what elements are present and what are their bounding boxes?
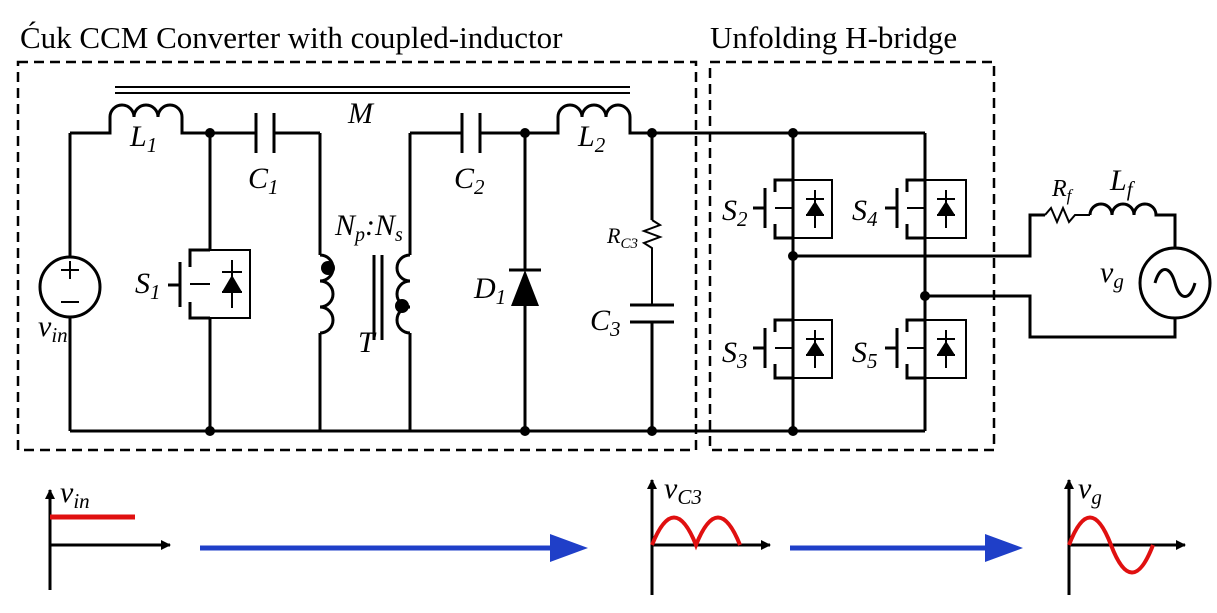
capacitor-c2 (410, 113, 525, 153)
cuk-converter-title: Ćuk CCM Converter with coupled-inductor (20, 20, 563, 55)
label-vg: vg (1100, 256, 1124, 293)
label-c2: C2 (454, 162, 485, 199)
label-turns-ratio: Np:Ns (334, 209, 403, 246)
label-s2: S2 (722, 194, 748, 231)
label-m: M (347, 97, 375, 130)
switch-s5 (885, 318, 967, 380)
waveform-vc3-label: vC3 (664, 472, 702, 509)
label-s3: S3 (722, 336, 748, 373)
switch-s1 (168, 133, 251, 431)
label-rf: Rf (1051, 176, 1074, 205)
label-d1: D1 (473, 272, 506, 309)
waveform-vg-label: vg (1078, 472, 1102, 509)
inductor-l2 (525, 103, 652, 135)
h-bridge-title: Unfolding H-bridge (710, 20, 957, 55)
resistor-rf (1044, 205, 1090, 225)
grid-voltage-source (1138, 246, 1212, 320)
label-s5: S5 (852, 336, 878, 373)
label-vin: vin (38, 310, 68, 347)
waveform-vin: vin (45, 476, 171, 590)
switch-s3 (753, 318, 833, 380)
label-t: T (358, 326, 377, 359)
diode-d1 (509, 133, 541, 431)
label-c3: C3 (590, 304, 621, 341)
label-l2: L2 (577, 120, 606, 157)
switch-s2 (753, 178, 833, 240)
label-s1: S1 (135, 267, 161, 304)
resistor-rc3 (641, 133, 663, 305)
capacitor-c3 (630, 303, 674, 431)
label-lf: Lf (1109, 164, 1136, 201)
label-rc3: RC3 (606, 223, 638, 252)
waveform-vc3: vC3 (647, 472, 771, 595)
switch-s4 (885, 178, 967, 240)
transformer-t (318, 133, 412, 431)
label-l1: L1 (129, 120, 157, 157)
waveform-vin-label: vin (60, 476, 90, 513)
cuk-converter-box (16, 60, 698, 452)
label-s4: S4 (852, 194, 878, 231)
coupling-core (115, 86, 630, 94)
flow-arrow-2 (790, 534, 1023, 562)
flow-arrow-1 (200, 534, 588, 562)
capacitor-c1 (210, 113, 320, 153)
label-c1: C1 (248, 162, 279, 199)
inductor-l1 (70, 103, 210, 135)
vc3-rectified-trace (650, 515, 742, 551)
waveform-vg: vg (1064, 472, 1186, 595)
junction-dots (205, 128, 930, 436)
h-bridge-legs (791, 133, 1177, 431)
inductor-lf (1088, 202, 1177, 248)
input-voltage-source (38, 133, 102, 431)
vg-sine-trace (1067, 515, 1155, 575)
